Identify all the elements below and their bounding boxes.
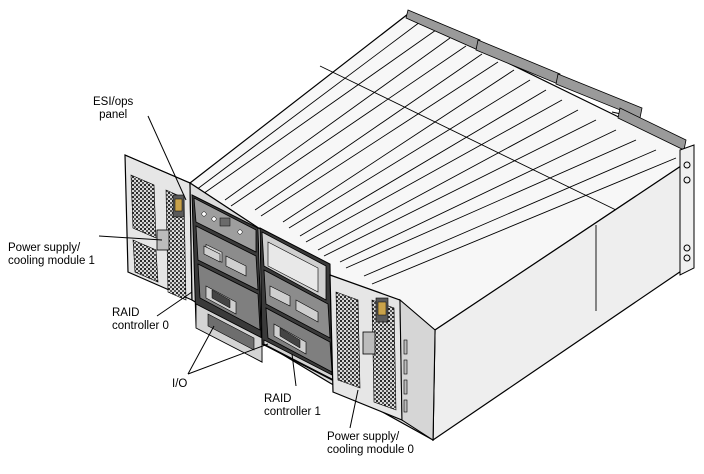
label-io-text: I/O — [172, 378, 188, 390]
chassis-top — [188, 9, 691, 331]
label-psu-0: Power supply/ cooling module 0 — [327, 431, 414, 457]
label-psu-1-line1: Power supply/ — [8, 242, 81, 254]
right-module-bay — [259, 227, 335, 381]
label-raid-0-line2: controller 0 — [112, 320, 169, 332]
label-io: I/O — [172, 378, 187, 391]
chassis-front-right-strip — [399, 298, 436, 441]
label-esi-ops-panel: ESI/ops panel — [93, 96, 133, 122]
label-raid-controller-1: RAID controller 1 — [264, 393, 321, 419]
label-esi-ops-line1: ESI/ops — [93, 96, 134, 108]
label-esi-ops-line2: panel — [99, 109, 128, 121]
right-flange — [329, 274, 436, 441]
left-module-bay — [191, 194, 263, 363]
label-psu-0-line1: Power supply/ — [327, 431, 400, 443]
label-psu-1: Power supply/ cooling module 1 — [8, 242, 95, 268]
label-raid-controller-0: RAID controller 0 — [112, 307, 169, 333]
label-raid-1-line1: RAID — [264, 393, 292, 405]
left-flange — [124, 154, 193, 301]
label-psu-0-line2: cooling module 0 — [327, 444, 414, 456]
label-raid-0-line1: RAID — [112, 307, 140, 319]
label-psu-1-line2: cooling module 1 — [8, 255, 95, 267]
leader-lines — [98, 115, 359, 429]
label-raid-1-line2: controller 1 — [264, 406, 321, 418]
side-slots — [403, 339, 408, 413]
